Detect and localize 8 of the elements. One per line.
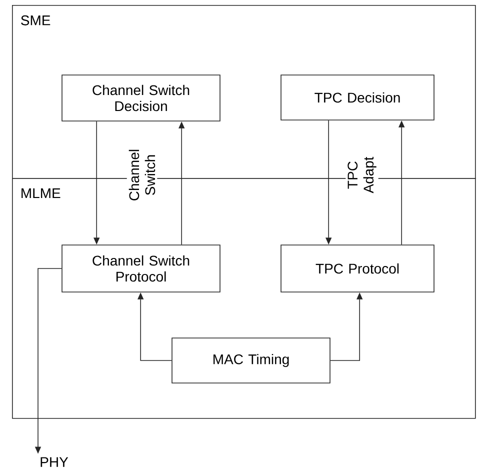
- process-box: MAC Timing: [172, 338, 330, 384]
- process-box: TPC Protocol: [280, 244, 434, 292]
- edge-label: TPC Adapt: [346, 143, 378, 207]
- process-box: TPC Decision: [280, 74, 434, 120]
- process-box: Channel Switch Decision: [62, 74, 220, 122]
- layer-label: PHY: [40, 457, 68, 467]
- process-box: Channel Switch Protocol: [62, 244, 220, 292]
- edge-label: Channel Switch: [126, 143, 158, 207]
